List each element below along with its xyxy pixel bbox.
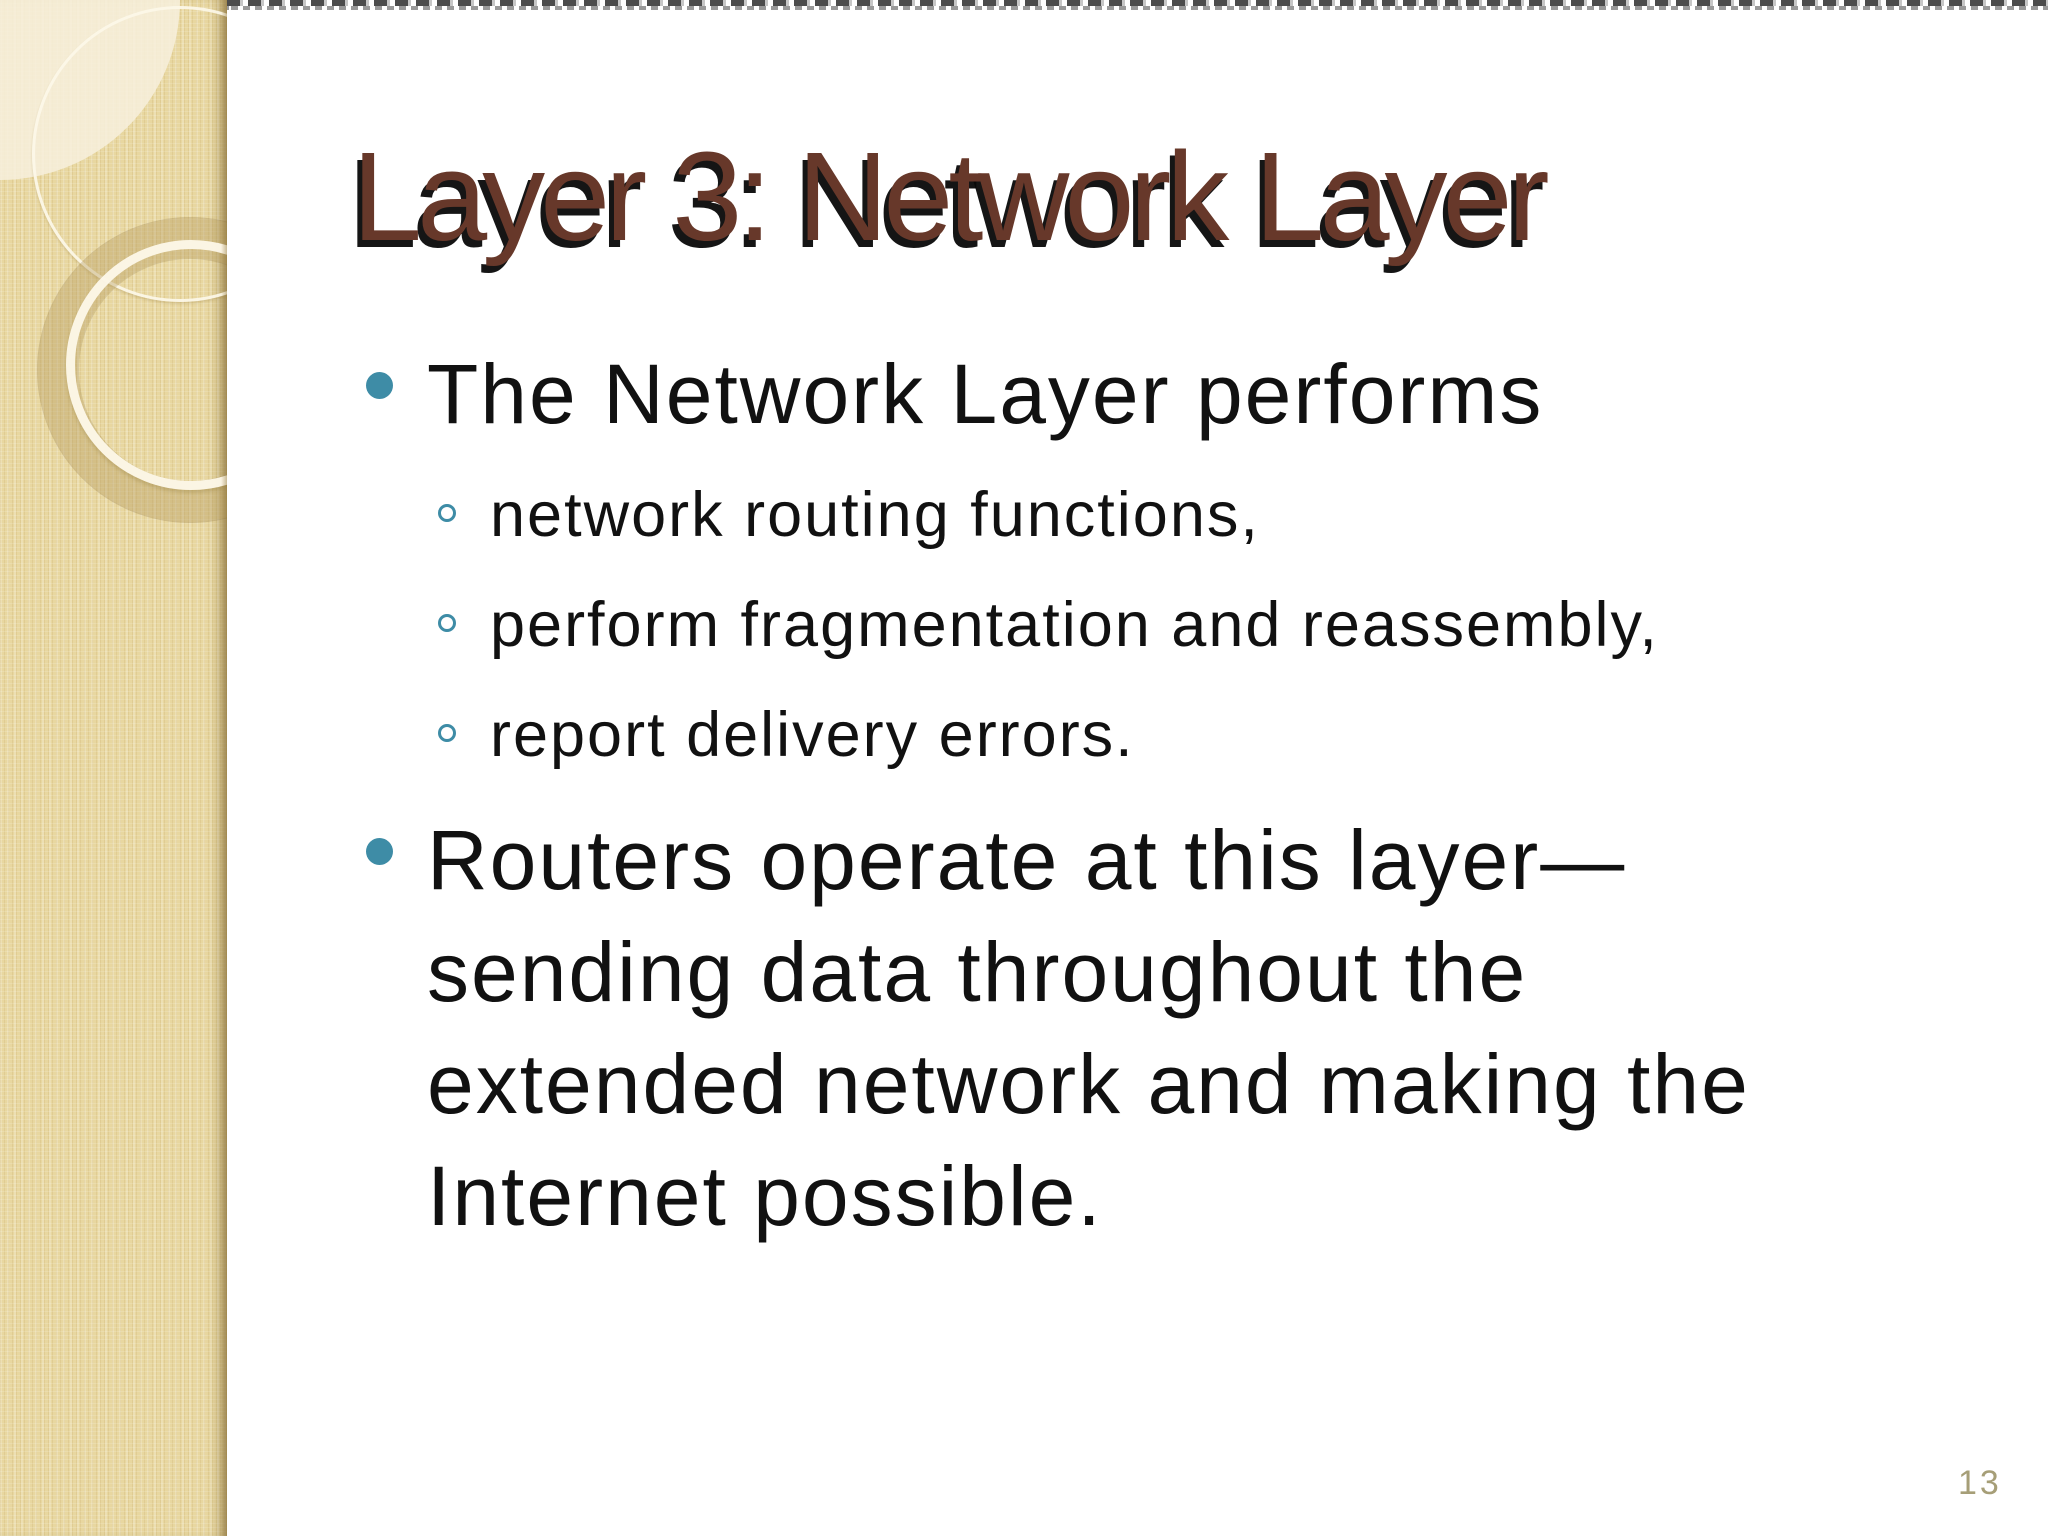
hollow-circle-bullet-icon: [438, 504, 456, 522]
sub-bullet-text: perform fragmentation and reassembly,: [490, 590, 1659, 660]
slide-title: Layer 3: Network Layer: [352, 126, 1550, 267]
sub-bullet-item: report delivery errors.: [365, 680, 1895, 790]
sub-bullet-item: perform fragmentation and reassembly,: [365, 570, 1895, 680]
bullet-item: Routers operate at this layer—sending da…: [365, 804, 1895, 1252]
sub-bullet-text: network routing functions,: [490, 480, 1260, 550]
top-edge-pattern: [227, 0, 2048, 11]
sidebar-edge-shadow: [221, 0, 227, 1536]
sidebar-decoration: [0, 0, 227, 1536]
bullet-text: The Network Layer performs: [427, 347, 1544, 441]
hollow-circle-bullet-icon: [438, 724, 456, 742]
bullet-dot-icon: [366, 838, 393, 865]
sub-bullet-text: report delivery errors.: [490, 700, 1135, 770]
bullet-list: The Network Layer performs network routi…: [365, 338, 1895, 1252]
hollow-circle-bullet-icon: [438, 614, 456, 632]
sub-bullet-group: network routing functions, perform fragm…: [365, 460, 1895, 790]
bullet-item: The Network Layer performs: [365, 338, 1895, 450]
bullet-dot-icon: [366, 372, 393, 399]
sub-bullet-item: network routing functions,: [365, 460, 1895, 570]
page-number: 13: [1958, 1464, 2002, 1502]
bullet-text: Routers operate at this layer—sending da…: [427, 813, 1750, 1243]
